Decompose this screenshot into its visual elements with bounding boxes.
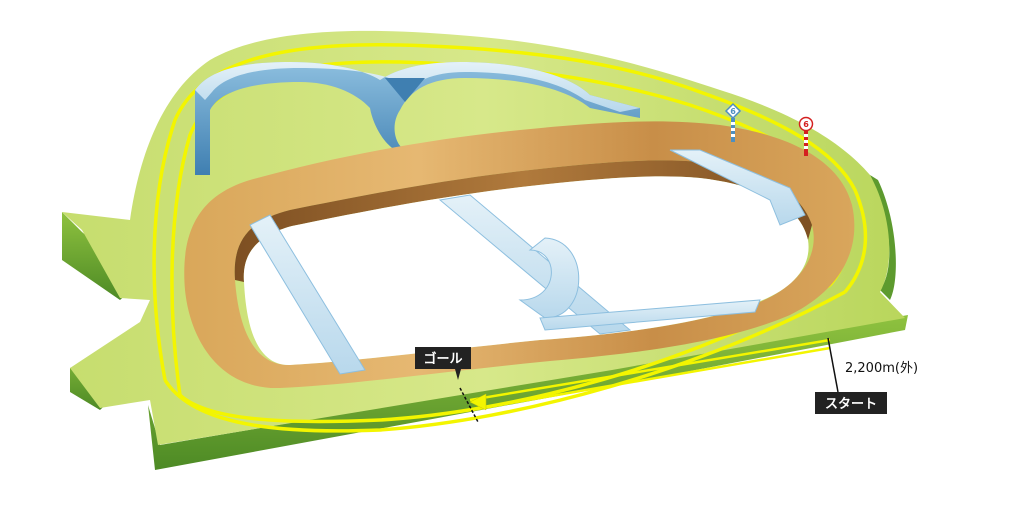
marker-red-label: 6: [803, 120, 809, 129]
outer-rail-1: [152, 42, 868, 381]
marker-blue-label: 6: [730, 107, 736, 116]
chute-rail: [469, 338, 831, 402]
infield: [243, 149, 809, 375]
blue-notch: [385, 78, 425, 102]
start-label: スタート: [825, 397, 877, 412]
goal-line: [459, 387, 487, 423]
blue-back-loop-top: [195, 62, 640, 112]
infield-path-right: [669, 149, 806, 226]
front-rail-1: [163, 290, 846, 433]
chute-rail-2: [469, 346, 831, 412]
infield-path-bottom: [539, 299, 761, 331]
inner-blue-area: [195, 62, 640, 175]
dirt-inner-wall: [234, 160, 812, 282]
goal-label: ゴール: [423, 351, 462, 367]
marker-blue: 6: [724, 102, 742, 142]
front-rail-2: [178, 283, 831, 424]
direction-arrow: [469, 393, 487, 411]
goal-label-box: ゴール: [415, 347, 471, 380]
distance-label: 2,200m(外): [845, 361, 918, 376]
start-marker: スタート 2,200m(外): [815, 337, 918, 414]
marker-red: 6: [798, 116, 814, 156]
infield-path-left: [249, 214, 366, 375]
dirt-top: [184, 121, 855, 389]
dirt-track: [184, 121, 855, 389]
turf-right-wall: [870, 175, 896, 300]
